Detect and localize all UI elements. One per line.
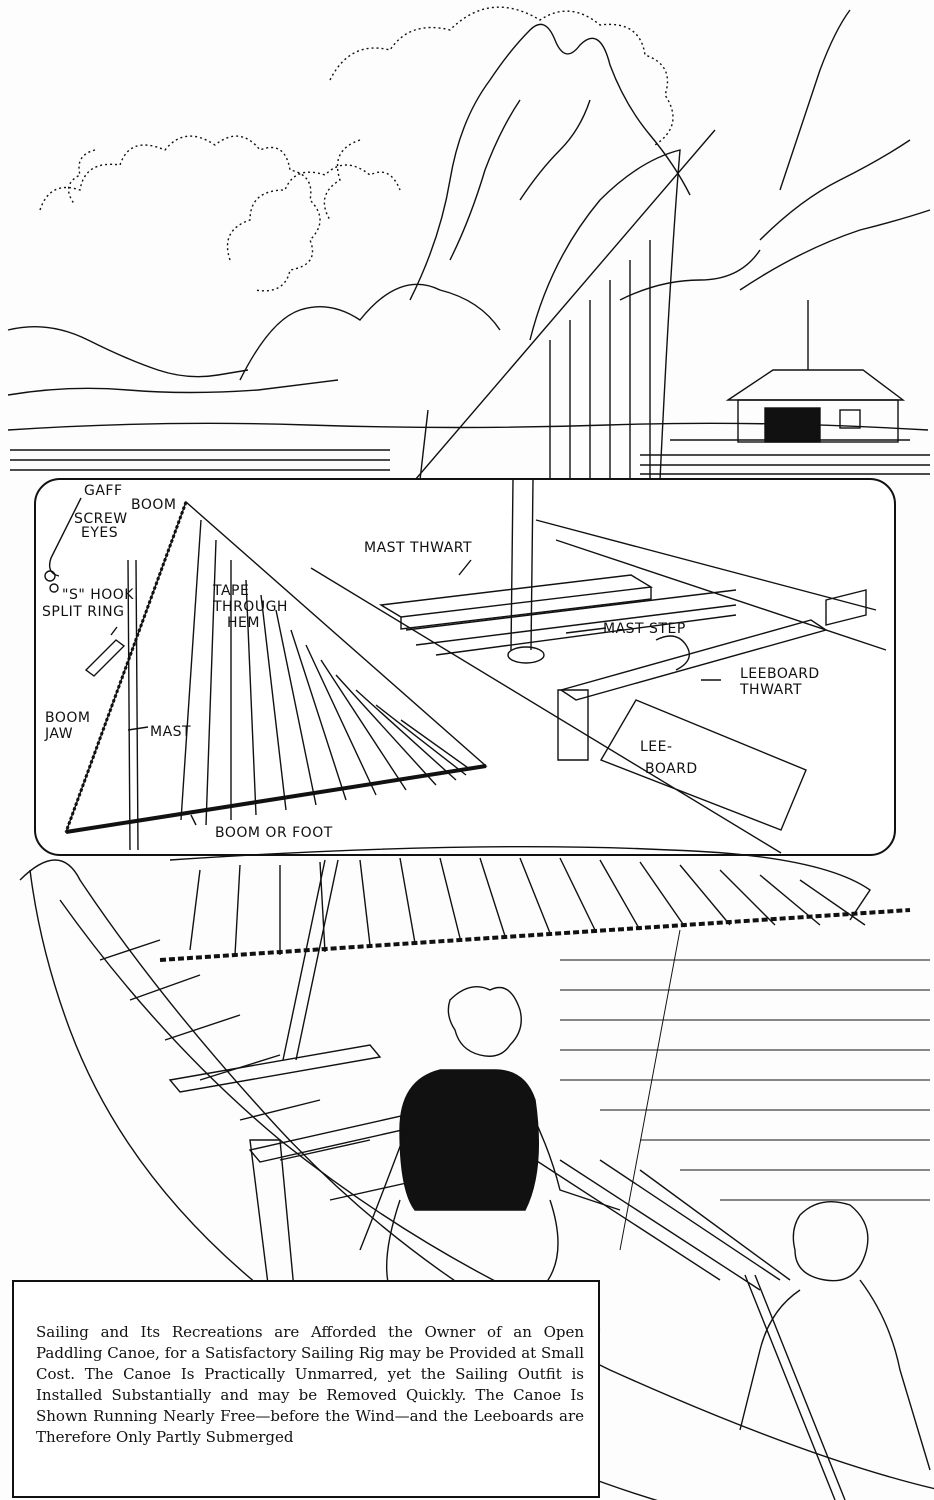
label-through: THROUGH <box>213 599 288 615</box>
caption-box: Sailing and Its Recreations are Afforded… <box>12 1280 600 1498</box>
label-leeboard-1: LEE- <box>640 739 673 755</box>
label-leeboard-thwart-2: THWART <box>740 682 802 698</box>
label-split-ring: SPLIT RING <box>42 604 125 620</box>
label-boom-jaw-1: BOOM <box>45 710 91 726</box>
label-boom-or-foot: BOOM OR FOOT <box>215 825 333 841</box>
label-leeboard-thwart-1: LEEBOARD <box>740 666 820 682</box>
label-mast-thwart: MAST THWART <box>364 540 473 556</box>
label-leeboard-2: BOARD <box>645 761 698 777</box>
label-eyes: EYES <box>81 525 119 541</box>
label-mast: MAST <box>150 724 192 740</box>
label-gaff: GAFF <box>84 483 123 499</box>
rig-detail-diagram <box>34 478 896 856</box>
label-hem: HEM <box>227 615 260 631</box>
rig-detail-drawing <box>44 480 887 854</box>
caption-text: Sailing and Its Recreations are Afforded… <box>36 1323 585 1446</box>
label-tape: TAPE <box>213 583 250 599</box>
label-screw: SCREW <box>74 511 128 527</box>
label-boom-jaw-2: JAW <box>45 726 74 742</box>
landscape-illustration <box>7 6 931 480</box>
label-boom: BOOM <box>131 497 177 513</box>
label-mast-step: MAST STEP <box>603 621 686 637</box>
label-s-hook: "S" HOOK <box>62 587 134 603</box>
